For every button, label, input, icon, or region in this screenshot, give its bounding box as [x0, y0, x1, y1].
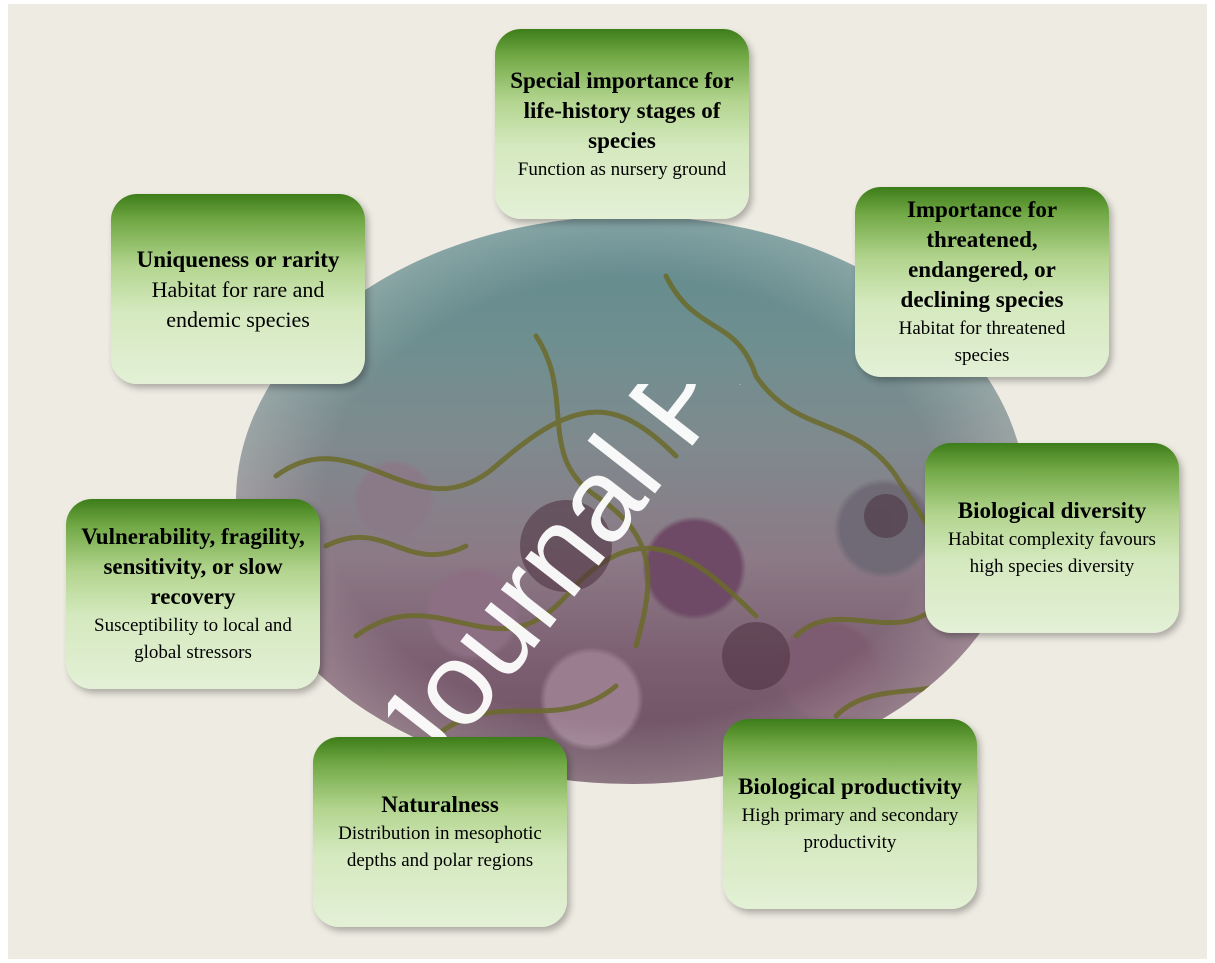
criterion-description: High primary and secondary productivity — [741, 805, 959, 853]
criterion-uniqueness: Uniqueness or rarity Habitat for rare an… — [111, 194, 365, 384]
criterion-title: Uniqueness or rarity — [136, 246, 340, 272]
criterion-description: Habitat for rare and endemic species — [151, 276, 325, 332]
criterion-productivity: Biological productivity High primary and… — [723, 719, 977, 909]
criterion-title: Special importance for life-history stag… — [510, 67, 734, 153]
criterion-threatened-species: Importance for threatened, endangered, o… — [855, 187, 1109, 377]
criterion-naturalness: Naturalness Distribution in mesophotic d… — [313, 737, 567, 927]
diagram-canvas: Journal Pre-proof Special importance for… — [8, 4, 1207, 959]
criterion-life-history: Special importance for life-history stag… — [495, 29, 749, 219]
criterion-title: Biological productivity — [738, 774, 962, 799]
criterion-biological-diversity: Biological diversity Habitat complexity … — [925, 443, 1179, 633]
criterion-vulnerability: Vulnerability, fragility, sensitivity, o… — [66, 499, 320, 689]
criterion-title: Naturalness — [381, 792, 499, 817]
criterion-title: Importance for threatened, endangered, o… — [900, 197, 1064, 312]
criterion-description: Susceptibility to local and global stres… — [94, 615, 292, 663]
criterion-title: Biological diversity — [957, 498, 1147, 523]
seaweed-strands — [273, 273, 999, 739]
criterion-description: Function as nursery ground — [517, 158, 727, 180]
criterion-description: Habitat for threatened species — [898, 318, 1066, 366]
criterion-title: Vulnerability, fragility, sensitivity, o… — [81, 524, 305, 609]
criterion-description: Distribution in mesophotic depths and po… — [338, 823, 542, 871]
criterion-description: Habitat complexity favours high species … — [948, 529, 1156, 577]
